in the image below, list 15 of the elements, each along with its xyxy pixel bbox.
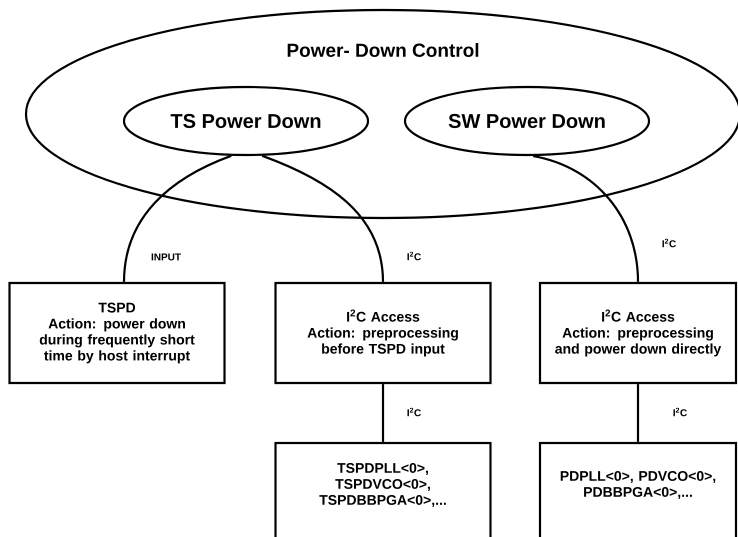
connector-line — [382, 384, 384, 442]
process-box: TSPD Action: power down during frequently short time by host interrupt — [8, 282, 226, 384]
edge-label: I$^{2}$C — [406, 406, 422, 418]
connector-line — [122, 154, 232, 282]
process-box: PDPLL<0>, PDVCO<0>, PDBBPGA<0>,... — [538, 442, 738, 537]
process-box: I$^{2}$C Access Action: preprocessing and power down directly — [538, 282, 738, 384]
process-box: TSPDPLL<0>, TSPDVCO<0>, TSPDBBPGA<0>,... — [274, 442, 492, 537]
edge-label: INPUT — [150, 252, 182, 262]
edge-label: I$^{2}$C — [406, 250, 422, 262]
connector-line — [532, 154, 640, 282]
edge-label: I$^{2}$C — [660, 238, 678, 248]
process-box: I$^{2}$C Access Action: preprocessing before TSPD input — [274, 282, 492, 384]
connector-line — [636, 384, 640, 442]
edge-label: I$^{2}$C — [672, 406, 688, 418]
connector-line — [262, 154, 384, 282]
